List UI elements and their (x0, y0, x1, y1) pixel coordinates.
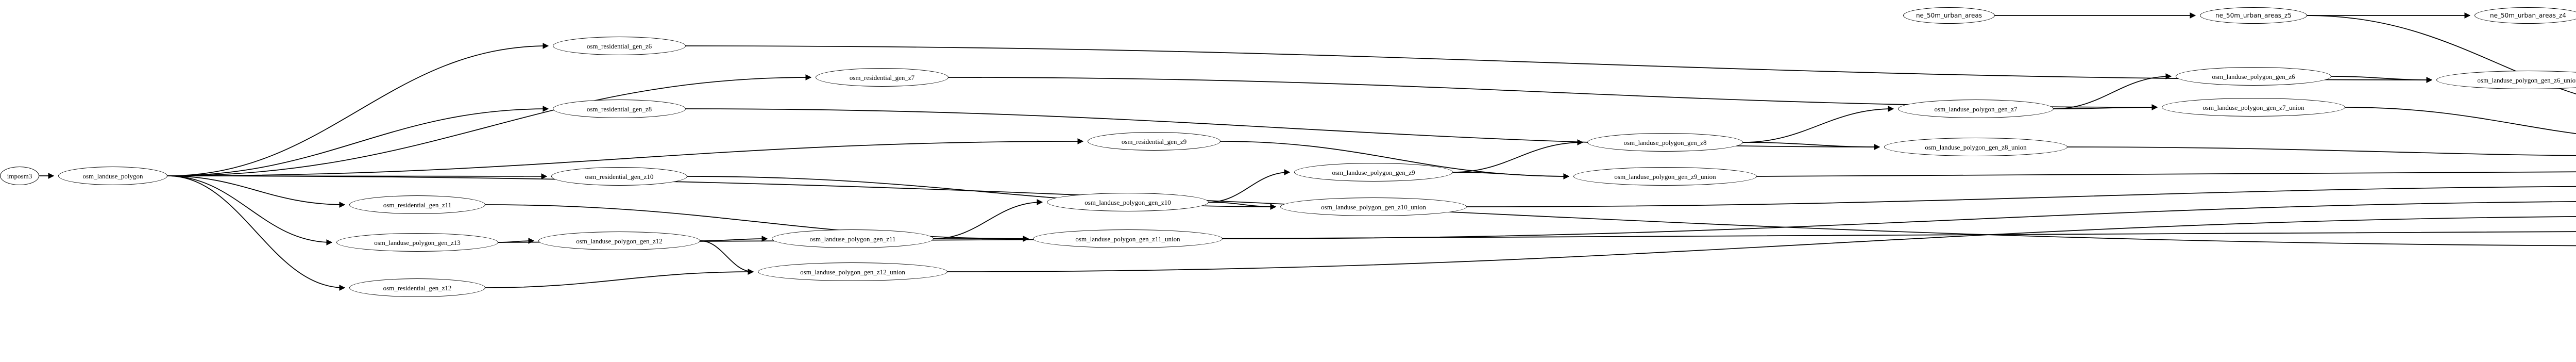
graph-node-label: osm_residential_gen_z9 (1121, 137, 1187, 145)
graph-node-label: osm_landuse_polygon_gen_z11 (809, 235, 896, 243)
graph-node-osm_landuse_polygon_gen_z9[interactable]: osm_landuse_polygon_gen_z9 (1294, 163, 1453, 182)
graph-edge-osm_landuse_polygon_gen_z11_union-to-layer_landuse:z11 (1222, 201, 2576, 239)
graph-node-label: imposm3 (7, 172, 32, 180)
graph-node-ne_50m_urban_areas_z4[interactable]: ne_50m_urban_areas_z4 (2475, 7, 2576, 24)
graph-node-osm_residential_gen_z6[interactable]: osm_residential_gen_z6 (553, 37, 686, 55)
graph-node-osm_landuse_polygon_gen_z11_union[interactable]: osm_landuse_polygon_gen_z11_union (1033, 229, 1223, 248)
graph-edge-ne_50m_urban_areas_z5-to-layer_landuse:z5 (2307, 15, 2576, 95)
graph-node-osm_landuse_polygon_gen_z8_union[interactable]: osm_landuse_polygon_gen_z8_union (1884, 138, 2067, 156)
graph-edge-osm_landuse_polygon_gen_z7-to-osm_landuse_polygon_gen_z7_union (2053, 104, 2158, 110)
graph-node-label: osm_residential_gen_z8 (586, 105, 652, 113)
graph-node-label: osm_landuse_polygon_gen_z13 (374, 238, 461, 246)
graph-node-osm_landuse_polygon_gen_z8[interactable]: osm_landuse_polygon_gen_z8 (1587, 133, 1743, 152)
graph-node-label: ne_50m_urban_areas (1916, 12, 1982, 19)
graph-node-osm_landuse_polygon_gen_z6_union[interactable]: osm_landuse_polygon_gen_z6_union (2436, 71, 2576, 89)
graph-node-label: osm_landuse_polygon (82, 172, 143, 180)
graph-edge-osm_landuse_polygon_gen_z7_union-to-layer_landuse:z7 (2345, 107, 2576, 134)
graph-node-ne_50m_urban_areas[interactable]: ne_50m_urban_areas (1903, 7, 1995, 24)
graph-node-label: osm_landuse_polygon_gen_z9 (1332, 168, 1415, 176)
graph-node-osm_landuse_polygon[interactable]: osm_landuse_polygon (58, 167, 167, 185)
graph-node-label: osm_landuse_polygon_gen_z10 (1084, 198, 1171, 206)
graph-edge-osm_landuse_polygon-to-osm_residential_gen_z9 (167, 138, 1084, 176)
graph-node-osm_landuse_polygon_gen_z12[interactable]: osm_landuse_polygon_gen_z12 (538, 232, 700, 250)
graph-edge-osm_residential_gen_z6-to-osm_landuse_polygon_gen_z6_union (685, 45, 2433, 83)
graph-node-label: osm_residential_gen_z6 (586, 42, 652, 50)
graph-node-label: osm_residential_gen_z7 (849, 73, 915, 81)
graph-node-label: osm_landuse_polygon_gen_z9_union (1614, 172, 1716, 180)
graph-node-label: osm_landuse_polygon_gen_z8_union (1925, 143, 2027, 151)
graph-node-ne_50m_urban_areas_z5[interactable]: ne_50m_urban_areas_z5 (2200, 7, 2307, 24)
graph-node-osm_residential_gen_z10[interactable]: osm_residential_gen_z10 (551, 167, 687, 186)
graph-node-label: ne_50m_urban_areas_z5 (2215, 12, 2292, 19)
graph-node-osm_residential_gen_z7[interactable]: osm_residential_gen_z7 (816, 68, 948, 87)
graph-edge-osm_landuse_polygon-to-osm_residential_gen_z7 (167, 74, 812, 176)
graph-node-osm_residential_gen_z11[interactable]: osm_residential_gen_z11 (349, 195, 485, 214)
graph-edge-osm_landuse_polygon-to-osm_residential_gen_z11 (167, 175, 346, 208)
graph-node-osm_landuse_polygon_gen_z7_union[interactable]: osm_landuse_polygon_gen_z7_union (2162, 98, 2345, 117)
graph-edge-osm_landuse_polygon_gen_z8-to-osm_landuse_polygon_gen_z7 (1742, 106, 1894, 143)
graph-node-label: osm_residential_gen_z12 (383, 284, 452, 292)
graph-node-osm_landuse_polygon_gen_z10_union[interactable]: osm_landuse_polygon_gen_z10_union (1280, 198, 1467, 216)
graph-edge-osm_landuse_polygon_gen_z8-to-osm_landuse_polygon_gen_z8_union (1742, 142, 1880, 150)
graph-node-label: osm_landuse_polygon_gen_z10_union (1321, 203, 1426, 211)
graph-node-osm_residential_gen_z8[interactable]: osm_residential_gen_z8 (553, 100, 686, 118)
graph-edge-osm_landuse_polygon_gen_z11-to-osm_landuse_polygon_gen_z10 (933, 199, 1043, 239)
graph-node-osm_landuse_polygon_gen_z11[interactable]: osm_landuse_polygon_gen_z11 (772, 229, 934, 248)
graph-edge-osm_landuse_polygon_gen_z9-to-osm_landuse_polygon_gen_z8 (1452, 139, 1584, 173)
graph-edge-osm_landuse_polygon_gen_z9-to-osm_landuse_polygon_gen_z9_union (1452, 172, 1570, 179)
graph-edge-osm_landuse_polygon_gen_z9_union-to-layer_landuse:z9 (1756, 171, 2576, 177)
graph-edge-osm_landuse_polygon-to-osm_residential_gen_z6 (167, 43, 549, 176)
graph-edge-osm_landuse_polygon_gen_z10-to-osm_landuse_polygon_gen_z10_union (1208, 202, 1277, 210)
graph-edge-osm_landuse_polygon_gen_z10-to-osm_landuse_polygon_gen_z9 (1208, 169, 1291, 203)
graph-node-osm_landuse_polygon_gen_z10[interactable]: osm_landuse_polygon_gen_z10 (1047, 193, 1209, 211)
graph-edge-osm_landuse_polygon-to-osm_landuse_polygon_gen_z13 (167, 175, 333, 245)
graph-edge-osm_landuse_polygon-to-osm_residential_gen_z12 (167, 175, 346, 291)
graph-edge-osm_landuse_polygon_gen_z10_union-to-layer_landuse:z10 (1466, 186, 2576, 207)
graph-node-osm_landuse_polygon_gen_z9_union[interactable]: osm_landuse_polygon_gen_z9_union (1573, 167, 1757, 186)
graph-node-label: osm_landuse_polygon_gen_z11_union (1075, 235, 1180, 243)
graph-node-osm_residential_gen_z9[interactable]: osm_residential_gen_z9 (1088, 132, 1221, 151)
graph-edge-osm_landuse_polygon_gen_z7-to-osm_landuse_polygon_gen_z6 (2053, 73, 2172, 109)
graph-node-osm_landuse_polygon_gen_z6[interactable]: osm_landuse_polygon_gen_z6 (2176, 67, 2331, 86)
graph-node-osm_landuse_polygon_gen_z13[interactable]: osm_landuse_polygon_gen_z13 (336, 233, 498, 252)
graph-node-osm_landuse_polygon_gen_z7[interactable]: osm_landuse_polygon_gen_z7 (1898, 100, 2054, 118)
graph-edge-osm_landuse_polygon-to-osm_residential_gen_z8 (167, 106, 549, 176)
graph-node-imposm3[interactable]: imposm3 (0, 167, 39, 185)
graph-edge-osm_residential_gen_z11-to-osm_landuse_polygon_gen_z11_union (485, 204, 1029, 242)
graph-node-label: osm_landuse_polygon_gen_z6 (2212, 72, 2295, 80)
graph-node-label: ne_50m_urban_areas_z4 (2489, 12, 2566, 19)
graph-node-osm_landuse_polygon_gen_z12_union[interactable]: osm_landuse_polygon_gen_z12_union (758, 262, 947, 281)
graph-edge-osm_landuse_polygon_gen_z6-to-osm_landuse_polygon_gen_z6_union (2331, 76, 2433, 83)
graph-edge-osm_landuse_polygon_gen_z12-to-osm_landuse_polygon_gen_z11 (700, 236, 768, 242)
graph-node-label: osm_landuse_polygon_gen_z7_union (2202, 103, 2304, 111)
graph-node-label: osm_residential_gen_z10 (585, 172, 654, 180)
graph-node-label: osm_landuse_polygon_gen_z8 (1623, 138, 1707, 146)
graph-edge-osm_landuse_polygon_gen_z12-to-osm_landuse_polygon_gen_z12_union (700, 240, 754, 275)
graph-edge-osm_landuse_polygon_gen_z8_union-to-layer_landuse:z8 (2067, 146, 2576, 156)
graph-edge-osm_landuse_polygon_gen_z12_union-to-layer_landuse:z12 (947, 216, 2576, 272)
graph-node-label: osm_residential_gen_z11 (383, 201, 452, 209)
graph-node-osm_residential_gen_z12[interactable]: osm_residential_gen_z12 (349, 278, 485, 297)
graph-edge-osm_residential_gen_z12-to-osm_landuse_polygon_gen_z12_union (485, 269, 754, 288)
graph-node-label: osm_landuse_polygon_gen_z7 (1934, 105, 2018, 113)
graph-node-label: osm_landuse_polygon_gen_z6_union (2477, 76, 2576, 84)
graph-node-label: osm_landuse_polygon_gen_z12_union (800, 268, 905, 276)
graph-node-label: osm_landuse_polygon_gen_z12 (576, 237, 663, 245)
